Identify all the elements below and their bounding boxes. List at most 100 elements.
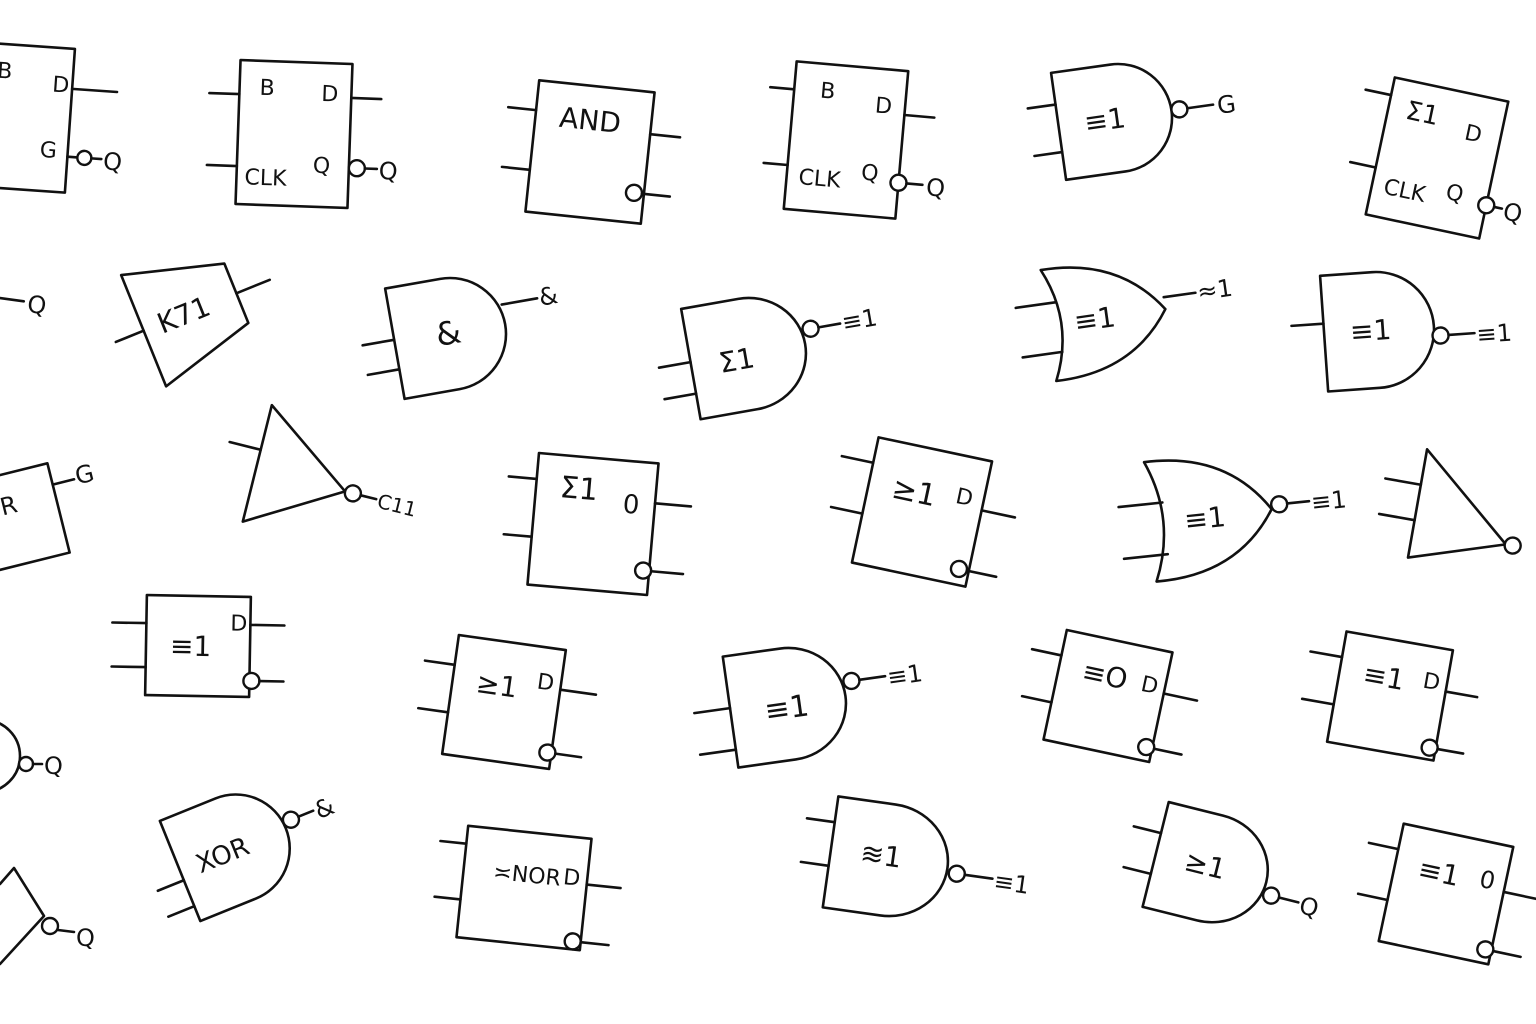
symbol-s25: XOR &	[156, 792, 338, 923]
pin-label-tr: D	[953, 484, 975, 512]
input-lead	[167, 904, 196, 918]
symbol-s30: Q	[0, 866, 95, 966]
symbol-main-label: ≥1	[474, 666, 519, 704]
output-lead	[558, 688, 598, 697]
symbol-main-label: ≍NOR	[492, 860, 562, 892]
output-label: C11	[375, 489, 419, 522]
symbol-s05: ≡1 G	[1026, 62, 1238, 182]
pin-label-tr: D	[230, 612, 247, 637]
inversion-bubble	[538, 743, 557, 762]
output-lead	[0, 296, 26, 303]
inversion-bubble	[947, 864, 966, 883]
symbol-s10: Σ1 ≡1	[657, 296, 880, 421]
output-lead	[1444, 690, 1479, 699]
input-lead	[769, 85, 796, 91]
output-lead	[56, 928, 76, 934]
symbol-s18	[1377, 447, 1522, 559]
pin-label-bl: CLK	[797, 165, 842, 194]
symbol-s16: ≥1 D	[829, 436, 1017, 588]
input-lead	[507, 475, 539, 481]
output-lead	[90, 157, 103, 161]
symbol-main-label: XOR	[192, 832, 254, 880]
input-lead	[1356, 892, 1389, 902]
symbol-body	[1142, 459, 1273, 583]
output-lead	[1436, 747, 1465, 755]
inversion-bubble	[633, 561, 653, 580]
pin-label-br: Q	[312, 154, 330, 180]
input-lead	[208, 91, 241, 96]
pin-label-bl: CLK	[244, 165, 287, 191]
input-lead	[1014, 301, 1057, 310]
output-lead	[649, 569, 685, 576]
pin-label-tr: D	[51, 73, 70, 99]
output-label: Q	[1501, 197, 1525, 228]
output-lead	[1447, 331, 1476, 337]
pin-label-tr: 0	[1477, 865, 1498, 896]
pin-label-tr: D	[874, 93, 893, 119]
symbol-s17: ≡1 ≡1	[1117, 459, 1348, 583]
input-lead	[1122, 552, 1170, 561]
symbol-s28: ≥1 Q	[1122, 800, 1321, 924]
pin-label-bl: CLK	[1381, 175, 1428, 208]
input-lead	[1026, 103, 1057, 110]
input-lead	[205, 163, 239, 168]
input-lead	[423, 659, 457, 667]
symbol-s14: C11	[228, 403, 419, 523]
symbol-s27: ≋1 ≡1	[799, 795, 1031, 918]
symbol-main-label: AND	[558, 101, 623, 140]
input-lead	[433, 895, 462, 901]
pin-label-br: G	[39, 138, 58, 164]
inversion-bubble	[17, 755, 35, 773]
symbol-main-label: ≥1	[889, 471, 940, 514]
input-lead	[110, 665, 147, 669]
output-lead	[858, 674, 887, 682]
symbol-s22: ≡O D	[1020, 628, 1199, 764]
input-lead	[114, 329, 145, 344]
input-lead	[1348, 160, 1377, 169]
inversion-bubble	[1420, 738, 1439, 757]
output-label: Q	[1296, 891, 1321, 923]
output-lead	[585, 883, 622, 890]
output-lead	[653, 502, 693, 508]
input-lead	[840, 454, 875, 465]
output-label: G	[1215, 90, 1237, 120]
symbol-main-label: ≋1	[858, 836, 903, 874]
input-lead	[1309, 650, 1344, 659]
output-lead	[817, 322, 842, 329]
symbol-s02: B D CLK Q Q	[205, 58, 398, 210]
symbol-main-label: ≡1	[1072, 300, 1117, 338]
inversion-bubble	[842, 671, 861, 691]
input-lead	[805, 817, 837, 824]
output-label: ≡1	[1310, 485, 1348, 517]
input-lead	[799, 860, 830, 868]
inversion-bubble	[242, 671, 261, 691]
output-label: Q	[925, 173, 946, 203]
output-label: Q	[76, 924, 95, 952]
symbol-body	[782, 60, 910, 220]
symbol-s29: ≡1 0	[1356, 822, 1536, 966]
symbol-s15: Σ1 0	[502, 451, 693, 597]
symbol-main-label: Σ1	[559, 470, 600, 508]
symbol-main-label: ≡O	[1079, 655, 1130, 697]
input-lead	[417, 706, 450, 714]
symbol-s08: K71	[114, 262, 272, 388]
output-lead	[51, 477, 76, 486]
symbol-main-label: ≡1	[1183, 500, 1228, 537]
input-lead	[156, 878, 186, 893]
input-lead	[663, 392, 698, 401]
inversion-bubble	[1170, 100, 1189, 119]
output-label: ≡1	[840, 303, 880, 337]
symbol-s03: AND	[500, 78, 682, 226]
symbol-s07: Q	[0, 290, 48, 320]
output-label: G	[72, 459, 97, 491]
output-label: ≡1	[885, 659, 924, 692]
symbol-body	[679, 296, 808, 421]
inversion-bubble	[801, 319, 820, 338]
symbol-body	[440, 633, 568, 771]
output-lead	[1162, 692, 1199, 702]
symbol-s06: Σ1 D CLK Q Q	[1348, 76, 1525, 240]
inversion-bubble	[343, 484, 363, 503]
output-lead	[905, 182, 924, 187]
output-lead	[349, 96, 383, 101]
output-label: Q	[378, 157, 398, 186]
